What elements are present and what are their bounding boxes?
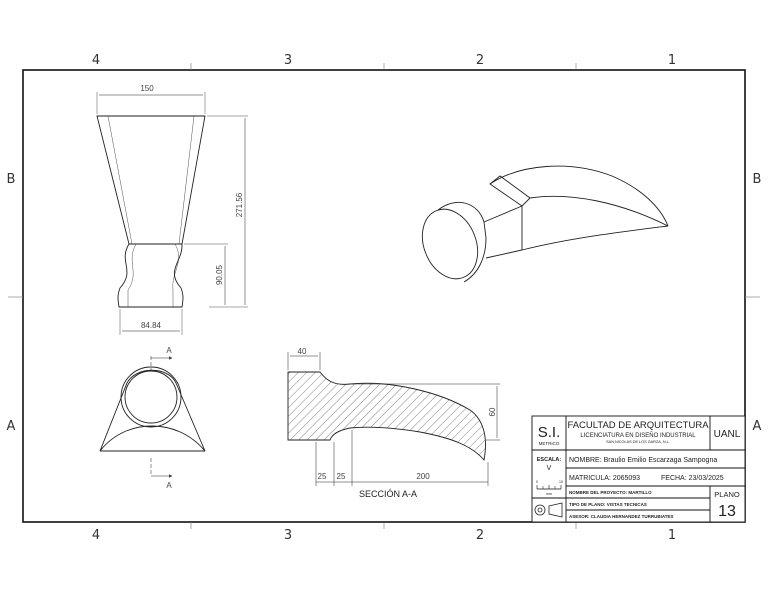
scale-bar-right: 10 [559, 480, 563, 484]
faculty-name: FACULTAD DE ARQUITECTURA [567, 420, 709, 431]
student-name: NOMBRE: Braulio Emilio Escarzaga Sampogn… [569, 457, 717, 464]
section-view [287, 352, 500, 486]
university-name: UANL [714, 429, 741, 440]
section-caption: SECCIÓN A-A [359, 489, 417, 499]
dim-face: 40 [298, 347, 307, 356]
zone-row-a-right: A [753, 419, 762, 434]
zone-col-1-bottom: 1 [668, 528, 676, 543]
zone-col-2-top: 2 [476, 53, 484, 68]
dim-section-b: 25 [337, 472, 346, 481]
cut-label-top: A [166, 346, 172, 355]
logo-si: S.I. [538, 424, 561, 441]
zone-col-4-top: 4 [92, 53, 100, 68]
scale-bar-left: 0 [536, 480, 538, 484]
drawing-date: FECHA: 23/03/2025 [661, 475, 724, 482]
top-view [99, 356, 206, 478]
zone-row-b-right: B [753, 172, 762, 187]
front-view [96, 92, 248, 335]
projection-symbol-icon [534, 502, 563, 518]
dim-section-a: 25 [318, 472, 327, 481]
advisor-name: ASESOR: CLAUDIA HERNANDEZ TURRUBIATES [569, 514, 674, 519]
drawing-type: TIPO DE PLANO: VISTAS TECNICAS [569, 502, 647, 507]
project-name: NOMBRE DEL PROYECTO: MARTILLO [569, 490, 652, 495]
escala-value: V [547, 465, 552, 472]
dim-height-neck: 90.05 [215, 264, 224, 285]
sheet-border [8, 63, 760, 529]
plano-number: 13 [718, 503, 736, 520]
zone-labels: 4 3 2 1 4 3 2 1 B B A A [7, 53, 762, 543]
zone-col-3-top: 3 [284, 53, 292, 68]
cut-label-bottom: A [166, 481, 172, 490]
zone-col-2-bottom: 2 [476, 528, 484, 543]
title-block [531, 415, 746, 523]
zone-row-a-left: A [7, 419, 16, 434]
program-name: LICENCIATURA EN DISEÑO INDUSTRIAL [580, 432, 696, 439]
plano-label: PLANO [714, 490, 740, 499]
student-id: MATRICULA: 2065093 [569, 475, 640, 482]
zone-col-3-bottom: 3 [284, 528, 292, 543]
dim-height-total: 271.56 [235, 192, 244, 217]
scale-bar-unit: mm [546, 492, 552, 496]
zone-col-1-top: 1 [668, 53, 676, 68]
dim-width-top: 150 [140, 84, 154, 93]
dim-section-length: 200 [416, 472, 430, 481]
city-name: SAN NICOLAS DE LOS GARZA, N.L. [606, 440, 670, 444]
escala-label: ESCALA: [537, 457, 562, 463]
dim-section-height: 60 [488, 407, 497, 416]
zone-col-4-bottom: 4 [92, 528, 100, 543]
logo-metrico: METRICO [539, 441, 560, 446]
zone-row-b-left: B [7, 172, 16, 187]
isometric-view [421, 165, 669, 283]
dim-width-base: 84.84 [141, 321, 162, 330]
